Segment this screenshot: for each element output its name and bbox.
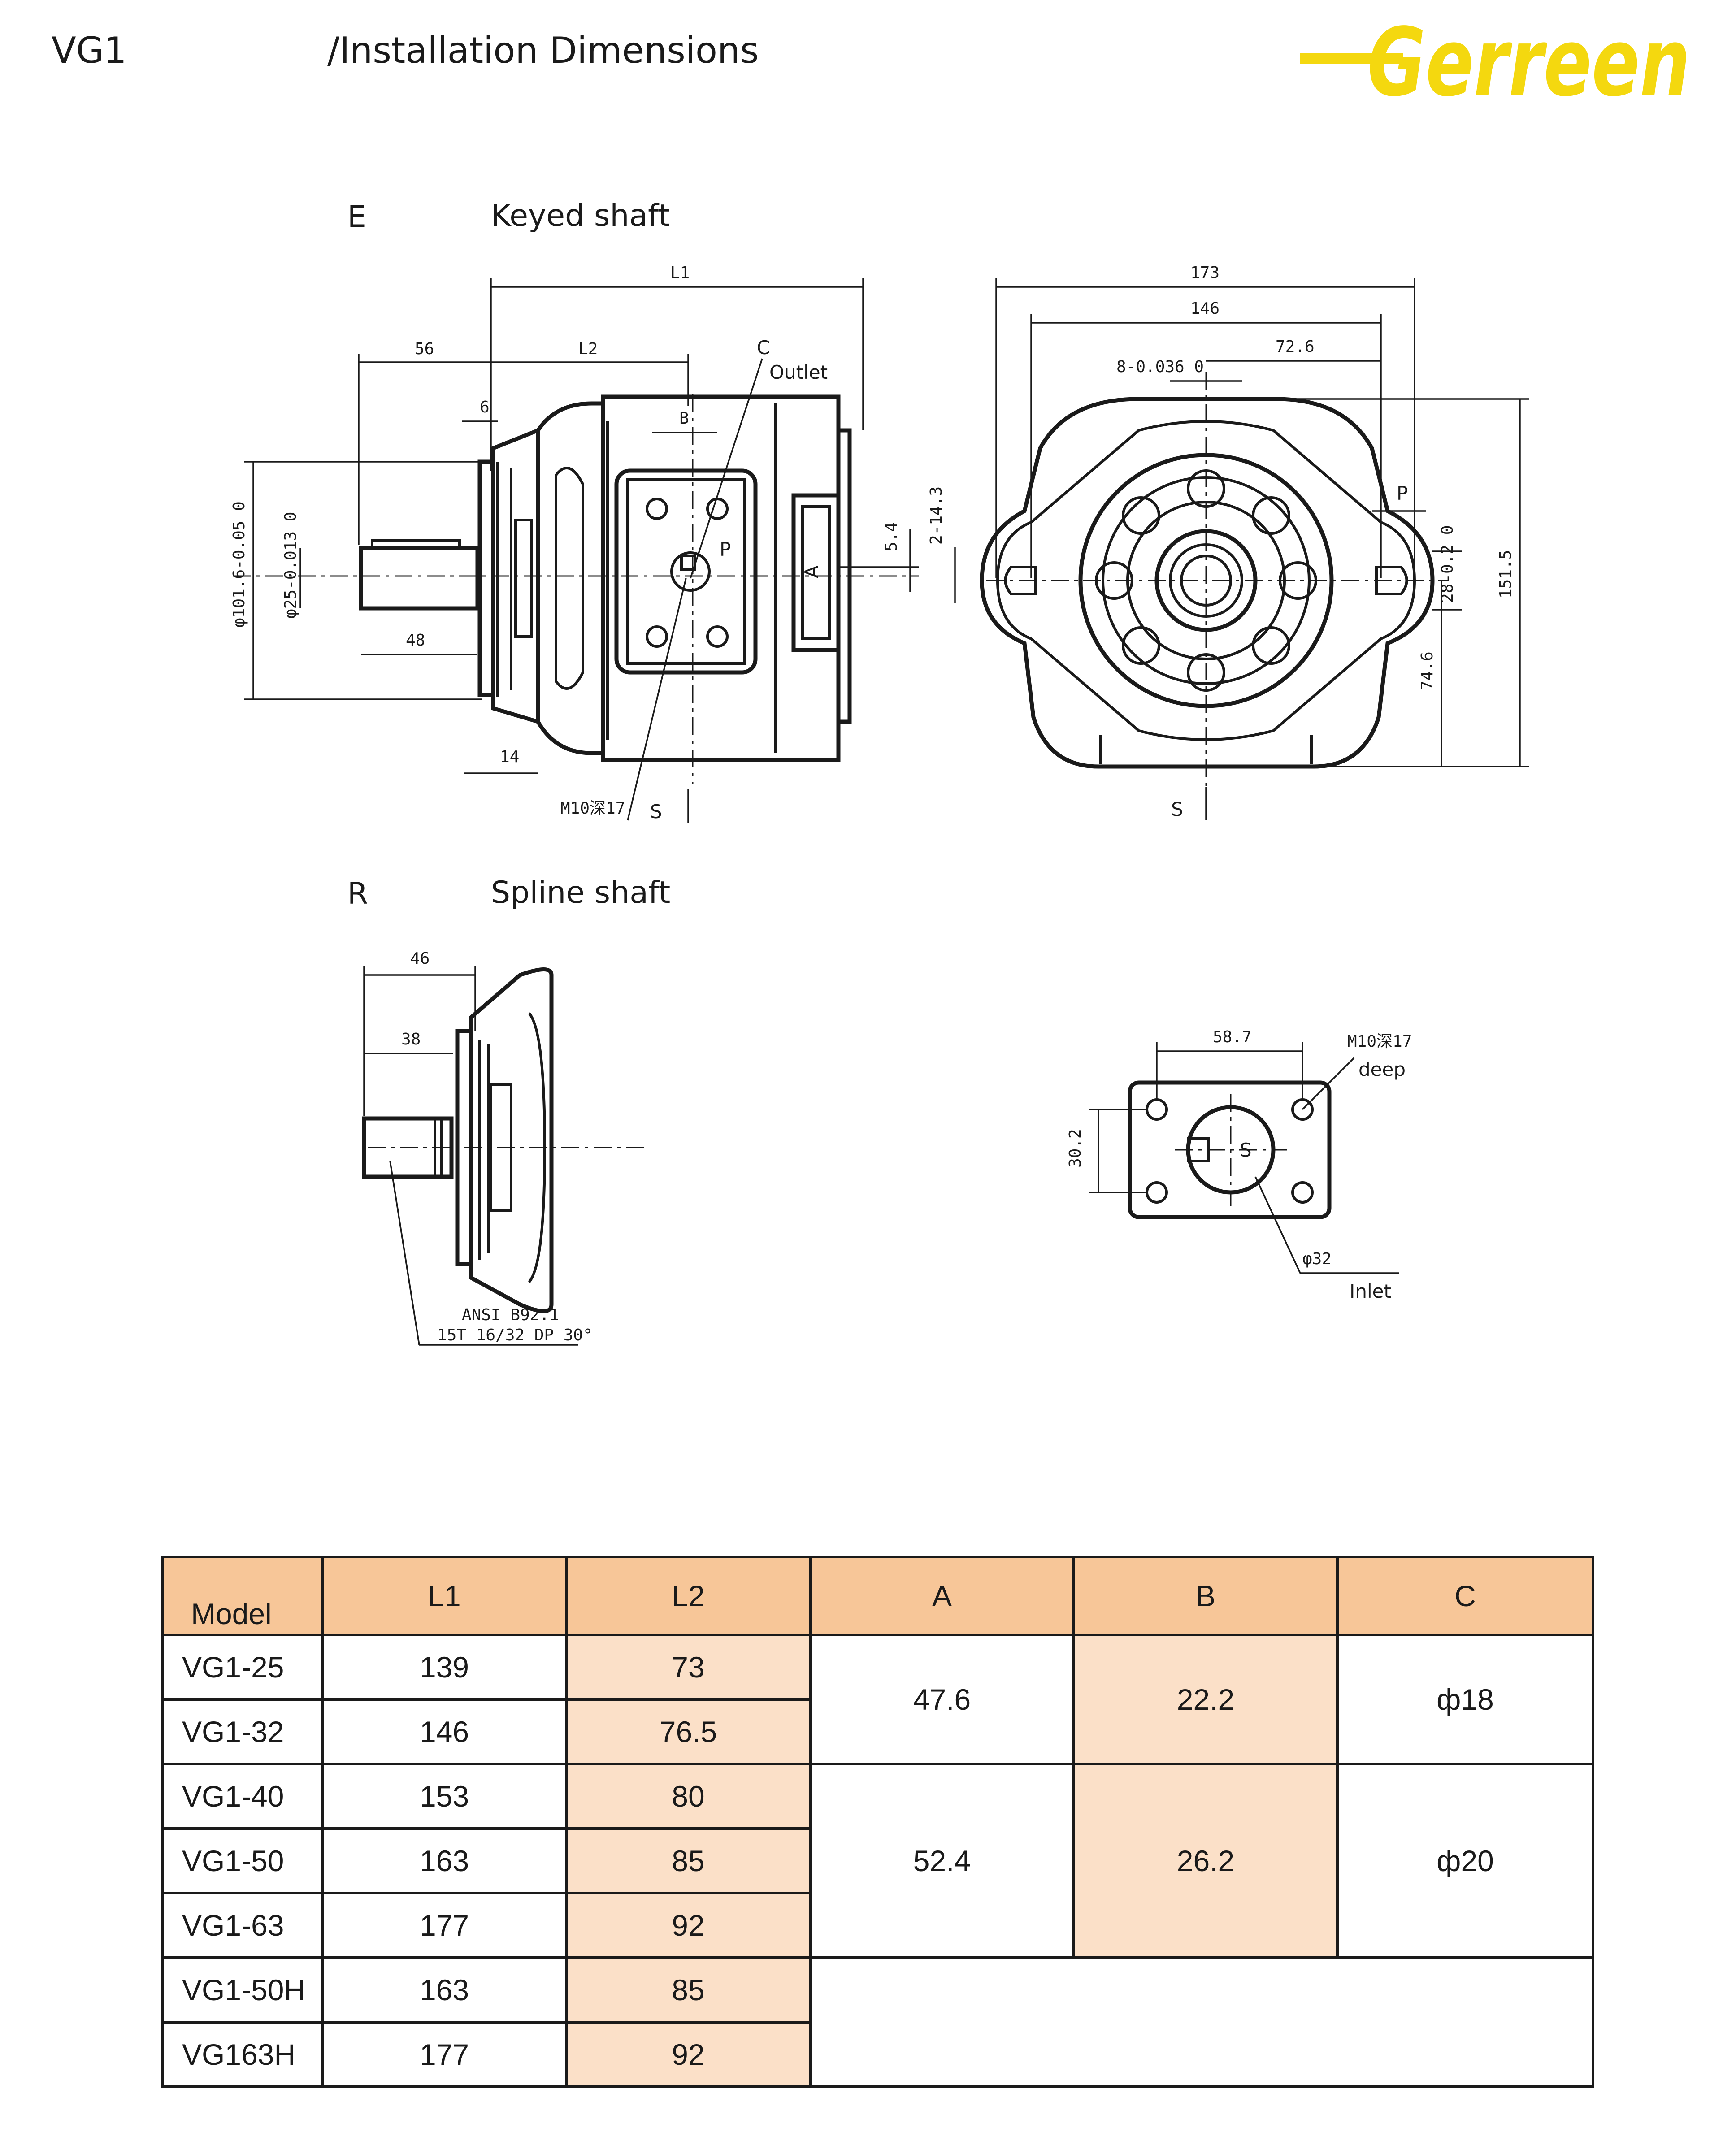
svg-text:B: B bbox=[679, 409, 689, 428]
page-title: /Installation Dimensions bbox=[327, 30, 759, 71]
svg-text:S: S bbox=[1240, 1139, 1252, 1161]
svg-text:φ25-0.013 0: φ25-0.013 0 bbox=[282, 512, 300, 619]
col-header-b: B bbox=[1072, 1556, 1339, 1636]
cell-l2: 85 bbox=[565, 1956, 812, 2024]
svg-text:S: S bbox=[650, 801, 662, 823]
svg-text:φ101.6-0.05 0: φ101.6-0.05 0 bbox=[230, 501, 248, 628]
cell-l2: 92 bbox=[565, 1892, 812, 1959]
cell-l1: 177 bbox=[321, 1892, 568, 1959]
cell-l1: 139 bbox=[321, 1634, 568, 1701]
table-row: VG1-50H 163 85 bbox=[161, 1956, 1594, 2088]
cell-c: ф18 bbox=[1336, 1634, 1594, 1765]
dimension-table: Model L1 L2 A B C VG1-25 139 73 47.6 22.… bbox=[161, 1556, 1594, 2088]
cell-model: VG1-32 bbox=[161, 1698, 324, 1765]
cell-empty bbox=[809, 1956, 1594, 2088]
cell-b: 26.2 bbox=[1072, 1763, 1339, 1959]
svg-text:74.6: 74.6 bbox=[1418, 651, 1437, 690]
svg-text:14: 14 bbox=[500, 748, 519, 766]
table-row: VG1-63 177 92 bbox=[161, 1892, 1593, 1959]
svg-text:φ32: φ32 bbox=[1302, 1250, 1332, 1268]
table-header-row: Model L1 L2 A B C bbox=[161, 1556, 1594, 1636]
keyed-side-view: P A L1 56 L2 6 B C Outlet φ101.6-0.05 0 … bbox=[230, 264, 956, 823]
cell-model: VG1-40 bbox=[161, 1763, 324, 1830]
svg-text:58.7: 58.7 bbox=[1213, 1028, 1252, 1046]
cell-l1: 153 bbox=[321, 1763, 568, 1830]
svg-text:M10深17: M10深17 bbox=[1347, 1032, 1412, 1051]
svg-text:8-0.036 0: 8-0.036 0 bbox=[1116, 358, 1204, 376]
cell-l1: 177 bbox=[321, 2021, 568, 2088]
svg-text:deep: deep bbox=[1358, 1058, 1406, 1080]
col-header-a: A bbox=[809, 1556, 1075, 1636]
svg-text:Gerreen: Gerreen bbox=[1367, 9, 1690, 108]
cell-model: VG1-50 bbox=[161, 1827, 324, 1894]
svg-text:6: 6 bbox=[480, 398, 490, 416]
cell-model: VG163H bbox=[161, 2021, 324, 2088]
svg-text:M10深17: M10深17 bbox=[560, 799, 625, 818]
section-title-keyed: Keyed shaft bbox=[491, 198, 670, 234]
svg-text:S: S bbox=[1171, 798, 1183, 820]
cell-c: ф20 bbox=[1336, 1763, 1594, 1959]
svg-text:173: 173 bbox=[1190, 264, 1220, 282]
svg-text:L1: L1 bbox=[670, 264, 690, 282]
svg-text:72.6: 72.6 bbox=[1276, 338, 1315, 356]
cell-l2: 73 bbox=[565, 1634, 812, 1701]
cell-l2: 80 bbox=[565, 1763, 812, 1830]
section-letter-spline: R bbox=[347, 876, 368, 911]
table-row: VG163H 177 92 bbox=[161, 2021, 1593, 2088]
svg-text:L2: L2 bbox=[578, 340, 598, 358]
svg-text:56: 56 bbox=[415, 340, 434, 358]
svg-text:A: A bbox=[801, 565, 823, 578]
cell-l2: 85 bbox=[565, 1827, 812, 1894]
svg-text:30.2: 30.2 bbox=[1066, 1129, 1085, 1168]
svg-text:48: 48 bbox=[406, 631, 425, 650]
cell-l1: 163 bbox=[321, 1827, 568, 1894]
cell-model: VG1-25 bbox=[161, 1634, 324, 1701]
cell-model: VG1-50H bbox=[161, 1956, 324, 2024]
col-header-l1: L1 bbox=[321, 1556, 568, 1636]
svg-text:C: C bbox=[757, 337, 770, 359]
cell-model: VG1-63 bbox=[161, 1892, 324, 1959]
cell-a: 52.4 bbox=[809, 1763, 1075, 1959]
cell-l1: 146 bbox=[321, 1698, 568, 1765]
svg-text:5.4: 5.4 bbox=[882, 522, 901, 551]
cell-b: 22.2 bbox=[1072, 1634, 1339, 1765]
svg-text:P: P bbox=[720, 538, 731, 560]
svg-text:151.5: 151.5 bbox=[1497, 550, 1515, 598]
spline-side-view: 46 38 ANSI B92.1 15T 16/32 DP 30° bbox=[362, 949, 646, 1346]
col-header-model: Model bbox=[161, 1556, 324, 1636]
table-row: VG1-32 146 76.5 bbox=[161, 1698, 1593, 1765]
cell-l2: 76.5 bbox=[565, 1698, 812, 1765]
brand-logo: Gerreen bbox=[1300, 9, 1690, 108]
cell-l1: 163 bbox=[321, 1956, 568, 2024]
table-row: VG1-40 153 80 52.4 26.2 ф20 bbox=[161, 1763, 1594, 1959]
table-row: VG1-25 139 73 47.6 22.2 ф18 bbox=[161, 1634, 1594, 1765]
svg-text:38: 38 bbox=[401, 1030, 421, 1049]
cell-l2: 92 bbox=[565, 2021, 812, 2088]
svg-text:P: P bbox=[1397, 482, 1408, 504]
svg-text:146: 146 bbox=[1190, 299, 1220, 318]
cell-a: 47.6 bbox=[809, 1634, 1075, 1765]
keyed-front-view: 173 146 72.6 8-0.036 0 P 28-0.2 0 151.5 … bbox=[980, 264, 1529, 820]
section-title-spline: Spline shaft bbox=[491, 875, 671, 910]
col-header-l2: L2 bbox=[565, 1556, 812, 1636]
svg-text:15T 16/32 DP 30°: 15T 16/32 DP 30° bbox=[437, 1326, 593, 1344]
svg-text:ANSI B92.1: ANSI B92.1 bbox=[462, 1306, 559, 1324]
col-header-c: C bbox=[1336, 1556, 1594, 1636]
installation-drawings: P A L1 56 L2 6 B C Outlet φ101.6-0.05 0 … bbox=[230, 264, 1529, 1346]
section-letter-keyed: E bbox=[347, 199, 366, 234]
svg-text:2-14.3: 2-14.3 bbox=[927, 486, 946, 545]
table-row: VG1-50 163 85 bbox=[161, 1827, 1593, 1894]
svg-text:Inlet: Inlet bbox=[1350, 1280, 1391, 1302]
inlet-flange-view: S 58.7 M10深17 deep 30.2 φ32 Inlet bbox=[1066, 1028, 1412, 1302]
model-code: VG1 bbox=[52, 30, 127, 71]
svg-text:46: 46 bbox=[410, 949, 430, 968]
svg-text:Outlet: Outlet bbox=[769, 361, 828, 383]
